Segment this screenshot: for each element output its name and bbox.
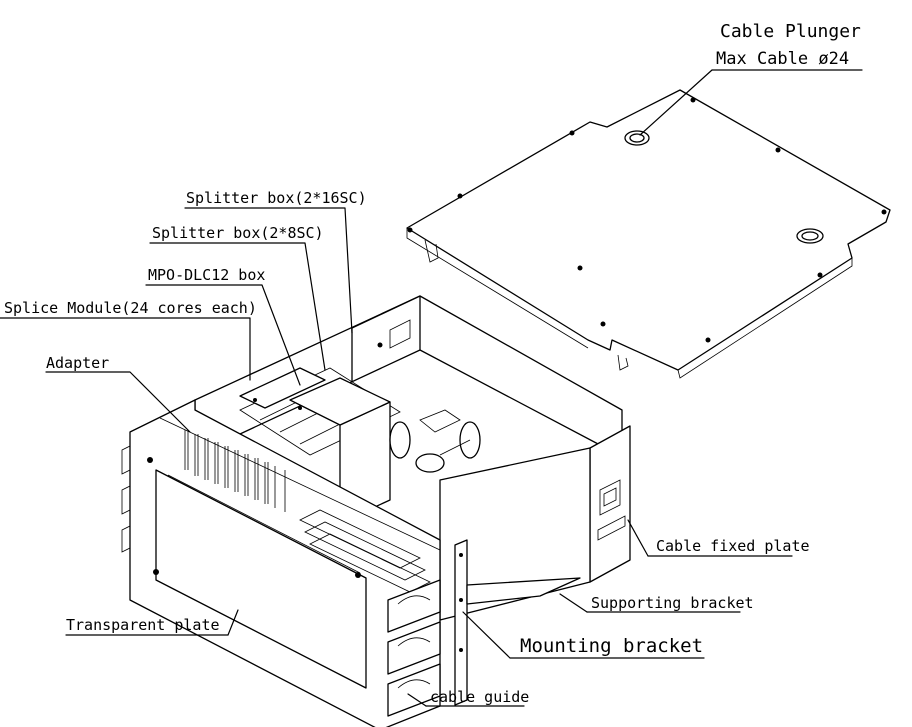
label-transparent-plate: Transparent plate	[66, 616, 220, 634]
enclosure	[121, 295, 631, 727]
label-mounting-bracket: Mounting bracket	[520, 635, 703, 657]
leader-lines	[0, 69, 863, 707]
label-adapter: Adapter	[46, 354, 109, 372]
label-cable-guide: cable guide	[430, 688, 529, 706]
top-cover	[406, 89, 891, 379]
label-mpo-box: MPO-DLC12 box	[148, 266, 265, 284]
cable-plunger-right	[796, 228, 824, 244]
labels: Cable Plunger Max Cable ø24 Splitter box…	[4, 21, 861, 706]
label-splice-module: Splice Module(24 cores each)	[4, 299, 257, 317]
label-splitter-box-16: Splitter box(2*16SC)	[186, 189, 367, 207]
label-splitter-box-8: Splitter box(2*8SC)	[152, 224, 324, 242]
cable-plunger-top	[624, 130, 650, 146]
label-supporting-bracket: Supporting bracket	[591, 594, 754, 612]
label-cable-fixed-plate: Cable fixed plate	[656, 537, 810, 555]
label-max-cable: Max Cable ø24	[716, 49, 849, 69]
label-cable-plunger: Cable Plunger	[720, 21, 861, 42]
